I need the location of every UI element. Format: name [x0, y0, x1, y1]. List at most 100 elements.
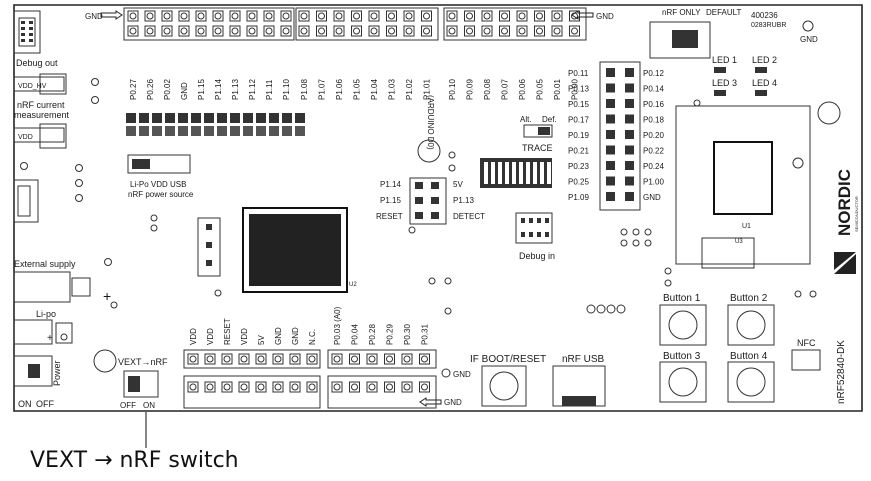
mode-switch[interactable] [649, 21, 711, 59]
header-pin [625, 114, 634, 124]
u1-label: U1 [742, 223, 751, 230]
vext-nrf-switch[interactable] [123, 370, 159, 398]
header-pin [534, 25, 545, 37]
header-pin [625, 99, 634, 108]
p5-label: P1.14 [380, 180, 401, 189]
trace-alt-label: Alt. [520, 115, 532, 124]
header-pin [144, 10, 156, 22]
header-pin [625, 130, 634, 139]
header-pin [606, 83, 615, 93]
vext-on-label: ON [143, 401, 155, 410]
bottom-pin-label: P0.30 [403, 324, 412, 345]
power-source-switch[interactable] [127, 154, 191, 174]
vdd-hv-label: VDD_HV [18, 83, 47, 90]
default-label: DEFAULT [706, 8, 742, 17]
header-pin [269, 113, 279, 123]
mounting-hole [93, 349, 117, 373]
header-pin [606, 99, 615, 108]
p24-left-label: P0.23 [568, 162, 589, 171]
header-pin [212, 25, 224, 37]
header-pin [331, 381, 343, 393]
u2-label: U2 [349, 282, 357, 288]
header-pin [269, 126, 279, 136]
header-pin [403, 25, 415, 37]
button-label: Button 2 [730, 293, 768, 304]
header-pin [499, 10, 510, 22]
header-pin [401, 353, 413, 365]
header-pin [331, 353, 343, 365]
led-icon [714, 90, 726, 96]
header-pin [366, 381, 378, 393]
top-pin-label: P1.02 [405, 79, 414, 100]
p24-right-label: P0.24 [643, 162, 664, 171]
p5-right-label: 5V [453, 180, 463, 189]
header-pin [255, 353, 267, 365]
header-pin [282, 126, 292, 136]
header-pin [569, 25, 580, 37]
power-off-label: OFF [36, 399, 54, 409]
p24-left-label: P0.17 [568, 116, 589, 125]
usb-connector-j2 [13, 179, 39, 223]
button-1[interactable]: Button 1 [659, 293, 707, 346]
header-pin [229, 10, 241, 22]
debug-in-label: Debug in [519, 251, 555, 261]
top-pin-label: P0.07 [501, 79, 510, 100]
vdd-label: VDD [18, 134, 33, 141]
header-pin [298, 10, 310, 22]
header-pin [569, 10, 580, 22]
header-pin [419, 381, 430, 393]
p24-right-label: P0.20 [643, 131, 664, 140]
header-pin [280, 10, 292, 22]
nordic-logo-text: NORDIC [835, 169, 854, 236]
trace-switch[interactable] [523, 124, 553, 138]
header-pin [280, 25, 292, 37]
header-pin [230, 126, 240, 136]
header-pin [127, 25, 139, 37]
p24-left-label: P0.13 [568, 85, 589, 94]
lipo-label: Li-po [36, 309, 56, 319]
header-pin [349, 353, 360, 365]
led-icon [714, 67, 726, 73]
gnd-corner-label: GND [800, 35, 818, 44]
bottom-pin-label: N.C. [308, 329, 317, 345]
radio-module [675, 105, 811, 265]
header-pin [144, 25, 156, 37]
arrow-left-icon [571, 10, 594, 20]
p5-right-label: DETECT [453, 212, 485, 221]
bottom-pin-label: VDD [189, 328, 198, 345]
header-pin [351, 25, 362, 37]
header-pin [126, 113, 136, 123]
trace-label: TRACE [522, 143, 553, 153]
vext-switch-label: VEXT→nRF [118, 357, 168, 367]
power-switch[interactable] [13, 355, 53, 387]
header-pin [165, 126, 175, 136]
header-pin [606, 176, 615, 186]
header-pin [384, 353, 395, 365]
button-2[interactable]: Button 2 [727, 293, 775, 346]
plus-icon: + [47, 333, 53, 344]
header-pin [421, 10, 432, 22]
p24-right-label: P0.22 [643, 147, 664, 156]
nfc-label: NFC [797, 338, 816, 348]
header-pin [306, 353, 318, 365]
board-id: 400236 [751, 11, 778, 20]
if-boot-reset-button[interactable] [481, 365, 527, 407]
header-pin [464, 10, 475, 22]
top-pin-label: P0.06 [518, 79, 527, 100]
bottom-header-a [183, 349, 321, 369]
led-label: LED 1 [712, 55, 737, 65]
button-4[interactable]: Button 4 [727, 351, 775, 403]
header-pin [272, 353, 284, 365]
header-pin [295, 113, 305, 123]
header-pin [606, 130, 615, 139]
trace-def-label: Def. [542, 115, 557, 124]
button-3[interactable]: Button 3 [659, 351, 707, 403]
test-pads [110, 99, 817, 315]
p24-left-label: P0.25 [568, 178, 589, 187]
bottom-pin-label: GND [291, 327, 300, 345]
header-pin [419, 353, 430, 365]
top-pin-label: P1.12 [248, 79, 257, 100]
header-pin [126, 126, 136, 136]
top-pin-label: P0.09 [466, 79, 475, 100]
power-label: Power [52, 360, 62, 386]
